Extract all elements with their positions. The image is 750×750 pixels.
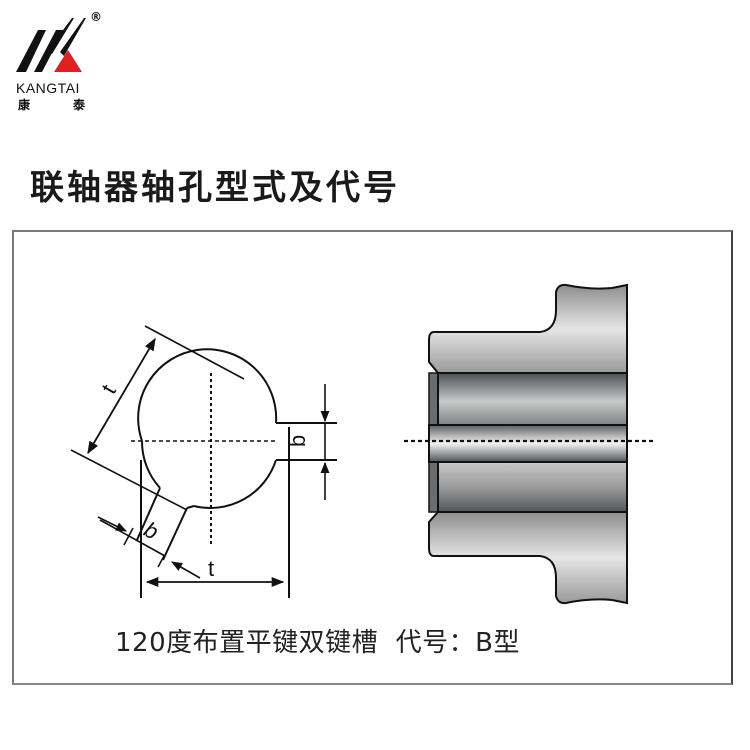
diagram-caption: 120度布置平键双键槽 代号：B型	[115, 628, 520, 658]
label-horizontal-t: t	[208, 556, 214, 581]
registered-mark: ®	[90, 10, 102, 24]
right-view-hub-section	[428, 283, 628, 605]
label-vertical-b: b	[285, 435, 310, 447]
left-view-labels: t b t b	[96, 380, 310, 581]
label-diag-t: t	[96, 380, 121, 398]
brand-logo: ®	[12, 10, 112, 110]
logo-mark-icon	[16, 18, 86, 72]
diagram-frame	[12, 230, 733, 685]
brand-name-en: KANGTAI	[16, 80, 80, 96]
brand-name-cn-1: 康	[18, 98, 31, 112]
left-view-keyway-diagram	[70, 325, 337, 598]
page-title: 联轴器轴孔型式及代号	[30, 168, 400, 208]
label-diag-b: b	[140, 517, 163, 545]
brand-name-cn-2: 泰	[73, 98, 86, 112]
